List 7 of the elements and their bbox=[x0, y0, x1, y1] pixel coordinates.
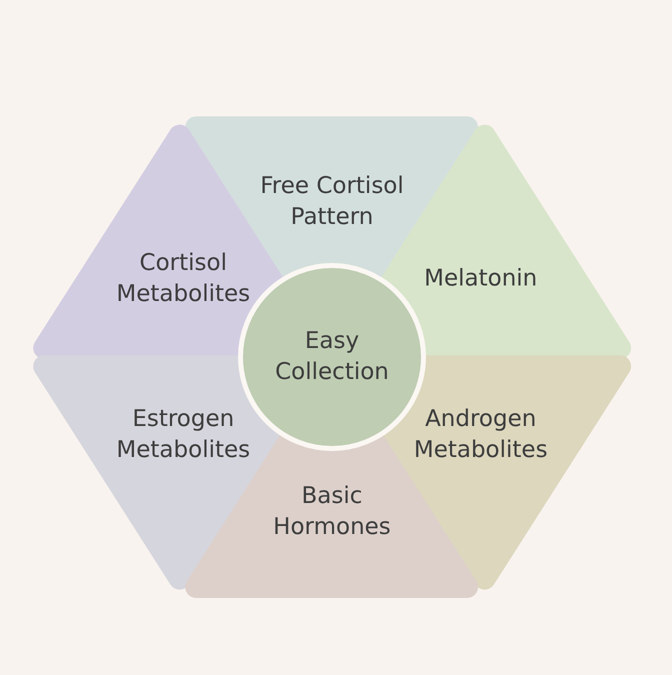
circle-label: Easy Collection bbox=[274, 327, 390, 387]
segment-label: Cortisol Metabolites bbox=[115, 249, 252, 310]
segment-label: Estrogen Metabolites bbox=[115, 404, 252, 465]
segment-label: Basic Hormones bbox=[272, 482, 392, 542]
segment-label: Free Cortisol Pattern bbox=[259, 172, 405, 232]
segment-label: Androgen Metabolites bbox=[412, 404, 549, 465]
segment-label: Melatonin bbox=[423, 264, 538, 294]
